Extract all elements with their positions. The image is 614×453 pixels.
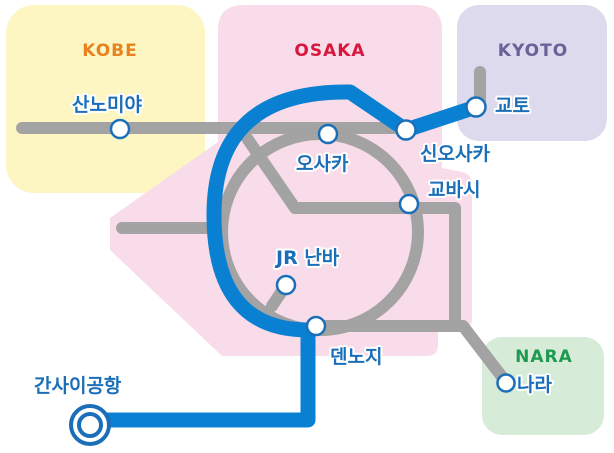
label-nara: 나라 xyxy=(517,374,552,396)
region-nara: NARA xyxy=(482,337,604,435)
label-jr-namba: JR 난바 xyxy=(274,247,340,269)
station-nara[interactable] xyxy=(496,373,516,393)
label-osaka: 오사카 xyxy=(296,153,349,175)
region-osaka: OSAKA xyxy=(110,5,472,356)
station-labels: 산노미야 오사카 신오사카 교토 교바시 JR 난바 덴노지 간사이공항 나라 xyxy=(32,92,554,399)
label-tennoji: 덴노지 xyxy=(330,346,382,368)
region-label-nara: NARA xyxy=(515,347,573,367)
label-kyobashi: 교바시 xyxy=(428,179,480,201)
station-shin-osaka[interactable] xyxy=(395,119,417,141)
station-kyoto[interactable] xyxy=(465,96,487,118)
label-kyoto: 교토 xyxy=(495,95,530,117)
tozai-line xyxy=(234,122,461,332)
label-shin-osaka: 신오사카 xyxy=(420,143,490,165)
haruka-express-line xyxy=(84,84,484,428)
region-kyoto: KYOTO xyxy=(457,5,607,141)
station-sannomiya[interactable] xyxy=(109,118,131,140)
region-label-osaka: OSAKA xyxy=(294,41,365,61)
region-kobe: KOBE xyxy=(6,5,205,193)
station-tennoji[interactable] xyxy=(305,315,327,337)
region-label-kobe: KOBE xyxy=(82,41,137,61)
station-osaka[interactable] xyxy=(317,123,339,145)
station-jr-namba[interactable] xyxy=(275,274,297,296)
label-kansai-airport: 간사이공항 xyxy=(34,375,122,397)
station-kyobashi[interactable] xyxy=(398,193,420,215)
region-label-kyoto: KYOTO xyxy=(498,41,568,61)
stations xyxy=(69,96,516,446)
nara-line xyxy=(310,320,512,388)
station-kansai-airport[interactable] xyxy=(69,404,111,446)
label-sannomiya: 산노미야 xyxy=(72,94,142,116)
